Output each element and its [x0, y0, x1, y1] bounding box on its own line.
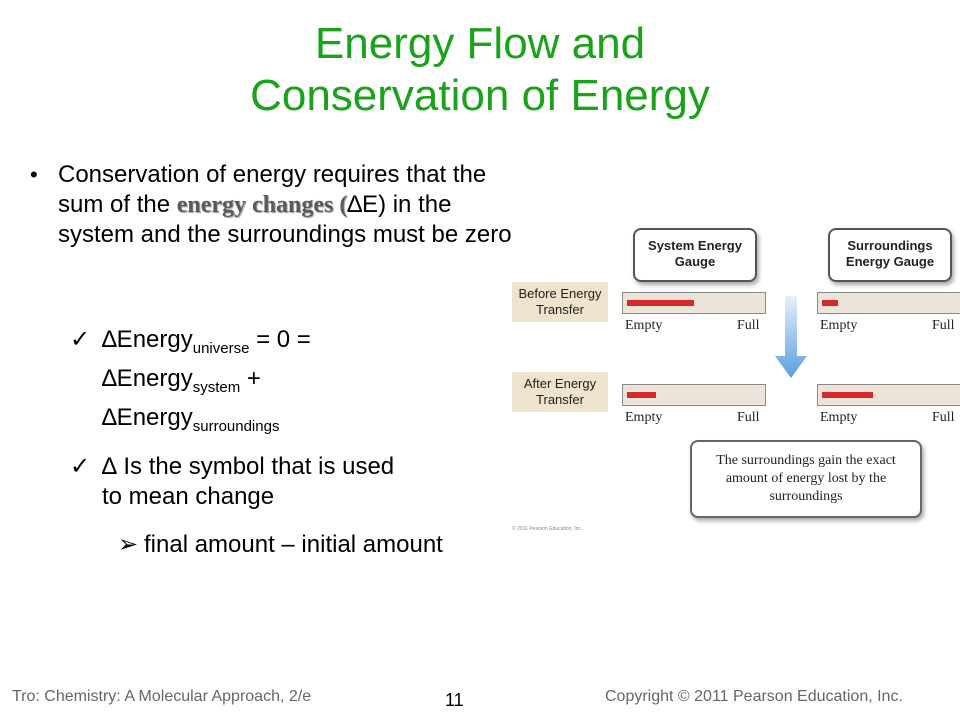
equation-plus: + — [240, 365, 261, 392]
equation-equals: = 0 = — [249, 326, 311, 353]
empty-label: Empty — [625, 318, 663, 333]
equation-term-2: ∆Energy — [102, 365, 193, 392]
bullet-text-part1: Conservation of energy requires that the… — [58, 161, 487, 218]
arrow-item: ➢ final amount – initial amount — [118, 530, 448, 560]
figure-note: The surroundings gain the exact amount o… — [690, 440, 922, 518]
slide-title: Energy Flow and Conservation of Energy — [0, 18, 960, 122]
full-label: Full — [737, 318, 760, 333]
equation-term-1: ∆Energy — [102, 326, 193, 353]
surroundings-gauge-after-fill — [822, 392, 873, 398]
bullet-dot-icon: • — [30, 162, 38, 187]
system-gauge-before — [622, 292, 766, 314]
equation-term-3: ∆Energy — [102, 404, 193, 431]
system-gauge-after-fill — [627, 392, 656, 398]
equation-subscript-2: system — [192, 379, 241, 396]
figure-copyright: © 2011 Pearson Education, Inc. — [512, 526, 583, 532]
surroundings-gauge-title: Surroundings Energy Gauge — [828, 228, 952, 282]
surroundings-gauge-after — [817, 384, 960, 406]
main-bullet-text: Conservation of energy requires that the… — [58, 160, 520, 250]
bullet-emphasis: energy changes ( — [176, 192, 348, 218]
down-arrow-icon — [775, 296, 807, 378]
page-number: 11 — [445, 690, 464, 710]
check-item-delta-symbol: ✓ ∆ Is the symbol that is used to mean c… — [70, 452, 410, 512]
system-gauge-after — [622, 384, 766, 406]
footer-copyright: Copyright © 2011 Pearson Education, Inc. — [605, 688, 903, 705]
empty-label: Empty — [625, 410, 663, 425]
system-gauge-title: System Energy Gauge — [633, 228, 757, 282]
empty-label: Empty — [820, 318, 858, 333]
delta-definition-text: ∆ Is the symbol that is used to mean cha… — [102, 453, 395, 510]
footer-book-title: Tro: Chemistry: A Molecular Approach, 2/… — [12, 688, 312, 705]
full-label: Full — [737, 410, 760, 425]
arrow-bullet-icon: ➢ — [118, 531, 139, 558]
title-line-2: Conservation of Energy — [250, 71, 710, 120]
checkmark-icon: ✓ — [70, 326, 91, 353]
checkmark-icon: ✓ — [70, 453, 91, 480]
surroundings-gauge-before — [817, 292, 960, 314]
arrow-item-text: final amount – initial amount — [144, 531, 443, 558]
equation-subscript-3: surroundings — [192, 418, 280, 435]
main-bullet: • Conservation of energy requires that t… — [30, 160, 520, 250]
full-label: Full — [932, 318, 955, 333]
system-gauge-before-fill — [627, 300, 694, 306]
check-item-energy-universe: ✓ ∆Energyuniverse = 0 = ∆Energysystem + … — [70, 325, 430, 442]
energy-equation: ∆Energyuniverse = 0 = ∆Energysystem + ∆E… — [102, 325, 430, 442]
full-label: Full — [932, 410, 955, 425]
before-transfer-label: Before Energy Transfer — [512, 282, 608, 322]
empty-label: Empty — [820, 410, 858, 425]
after-transfer-label: After Energy Transfer — [512, 372, 608, 412]
surroundings-gauge-before-fill — [822, 300, 838, 306]
bullet-text-part2: ∆E) in the system and the surroundings m… — [58, 191, 512, 248]
title-line-1: Energy Flow and — [314, 19, 646, 68]
equation-subscript-1: universe — [192, 340, 250, 357]
